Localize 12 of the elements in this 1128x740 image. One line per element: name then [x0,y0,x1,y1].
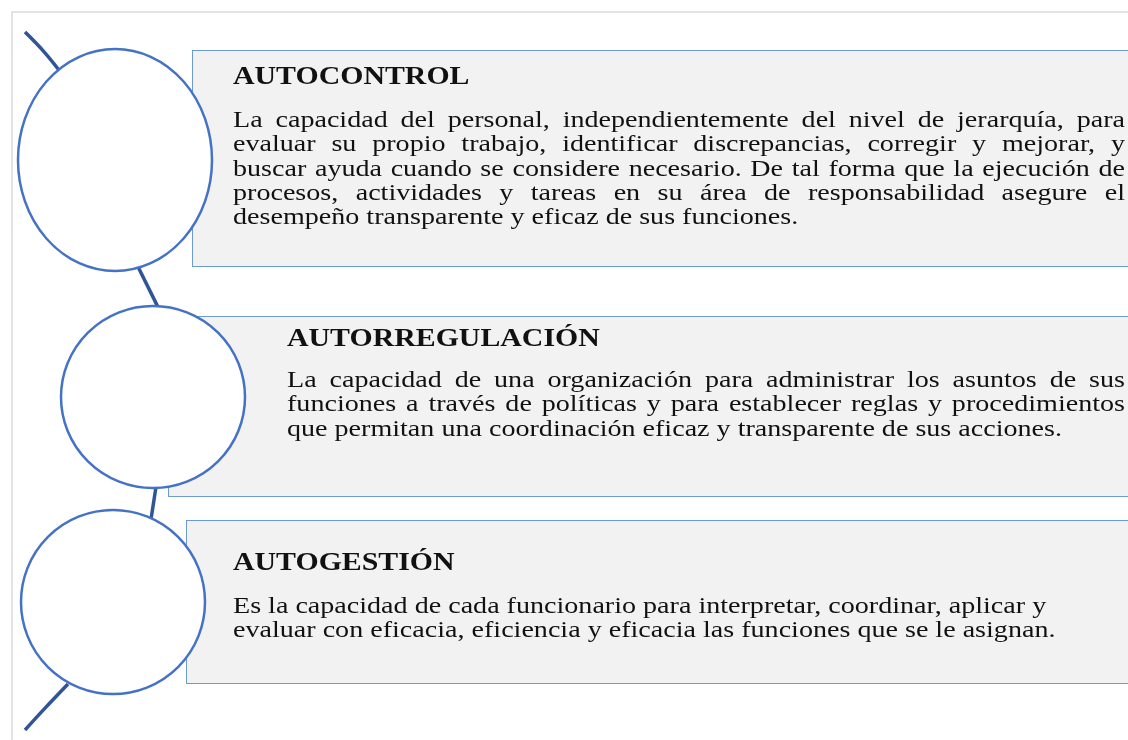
panel-description: La capacidad del personal, independientemente del nivel de jerarquía, para evaluar su propio trabajo, identificar discrepancias, corregir y mejorar, y buscar ayuda cuando se considere necesario. De tal forma que la ejecución de procesos, actividades y tareas en su área de responsabilidad asegure el desempeño transparente y eficaz de sus funciones. [233,107,1125,229]
panel-description: La capacidad de una organización para administrar los asuntos de sus funciones a través de políticas y para establecer reglas y procedimientos que permitan una coordinación eficaz y transparente de sus acciones. [287,367,1125,440]
text-panel [168,316,1128,497]
circle-shape [16,47,214,273]
circle-shape [59,304,247,490]
panel-description: Es la capacidad de cada funcionario para interpretar, coordinar, aplicar y evaluar con eficacia, eficiencia y eficacia las funciones que se le asignan. [233,593,1057,642]
panel-heading: AUTOGESTIÓN [233,547,455,577]
panel-heading: AUTOCONTROL [233,61,470,91]
circle-shape [19,508,207,696]
panel-heading: AUTORREGULACIÓN [287,323,600,353]
text-panel [192,50,1128,267]
text-panel [186,520,1128,684]
